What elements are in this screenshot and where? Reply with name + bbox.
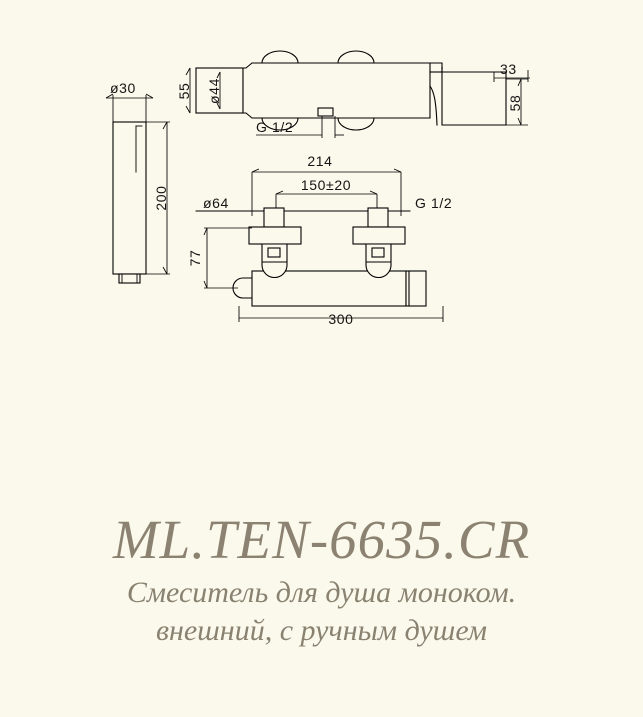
dim-label-214: 214 <box>307 153 332 169</box>
mixer-front-right-outlet <box>405 270 427 307</box>
view-handshower-side <box>105 93 170 284</box>
dim-label-55: 55 <box>176 83 192 100</box>
dim-label-300: 300 <box>328 311 353 327</box>
dim-label-77: 77 <box>187 250 203 267</box>
arrow-58-top <box>517 78 522 87</box>
arrow-77-top <box>203 227 208 236</box>
arrow-dia30-right <box>145 93 154 99</box>
arrow-55-bottom <box>185 105 191 114</box>
arrow-dia44-top <box>216 71 221 79</box>
arrow-150-right <box>369 190 378 195</box>
arrow-dia44-bottom <box>216 102 221 110</box>
view-mixer-top <box>185 50 530 138</box>
product-code: ML.TEN-6635.CR <box>112 509 531 570</box>
left-handle-indicator <box>267 247 281 258</box>
right-handle-indicator <box>371 247 385 258</box>
arrow-dia30-left <box>105 93 114 99</box>
dim-label-dia64: ø64 <box>203 195 229 211</box>
arrow-200-top <box>162 121 168 130</box>
dim-label-thread-front: G 1/2 <box>415 195 452 211</box>
mixer-top-left-block <box>195 67 244 114</box>
dim-label-33: 33 <box>500 61 517 77</box>
product-description-line-2: внешний, с ручным душем <box>155 614 488 648</box>
product-description-line-1: Смеситель для душа моноком. <box>126 576 517 610</box>
right-handle-top-cap <box>367 207 389 228</box>
handshower-body <box>112 121 147 275</box>
left-handle-flange <box>248 226 302 245</box>
mixer-top-wall-arm <box>441 67 507 126</box>
mixer-top-knob-arc-3 <box>261 117 299 131</box>
arrow-55-top <box>185 67 191 76</box>
view-mixer-front <box>195 168 444 322</box>
mixer-top-body <box>242 62 431 119</box>
dim-label-150pm20: 150±20 <box>301 177 351 193</box>
mixer-top-right-curve <box>429 85 438 126</box>
dim-label-58: 58 <box>507 95 523 112</box>
left-handle-top-cap <box>263 207 285 228</box>
arrow-77-bottom <box>203 280 208 289</box>
arrow-58-bottom <box>517 117 522 126</box>
dim-label-dia30: ø30 <box>110 80 136 96</box>
arrow-150-left <box>275 190 284 195</box>
dim-label-200: 200 <box>153 185 169 210</box>
mixer-top-knob-arc-2 <box>337 50 375 64</box>
dim-label-dia44: ø44 <box>206 78 222 104</box>
mixer-top-knob-arc-4 <box>337 117 375 131</box>
product-description: Смеситель для душа моноком. внешний, с р… <box>0 574 643 651</box>
mixer-top-right-cap-top <box>429 62 443 69</box>
mixer-top-outlet-nipple <box>317 107 334 117</box>
dim-label-thread-top: G 1/2 <box>256 119 293 135</box>
arrow-200-bottom <box>162 266 168 275</box>
arrow-214-right <box>393 168 402 173</box>
arrow-214-left <box>251 168 260 173</box>
right-handle-flange <box>352 226 406 245</box>
caption-block: ML.TEN-6635.CR Смеситель для душа моноко… <box>0 509 643 651</box>
mixer-top-knob-arc-1 <box>261 50 299 64</box>
